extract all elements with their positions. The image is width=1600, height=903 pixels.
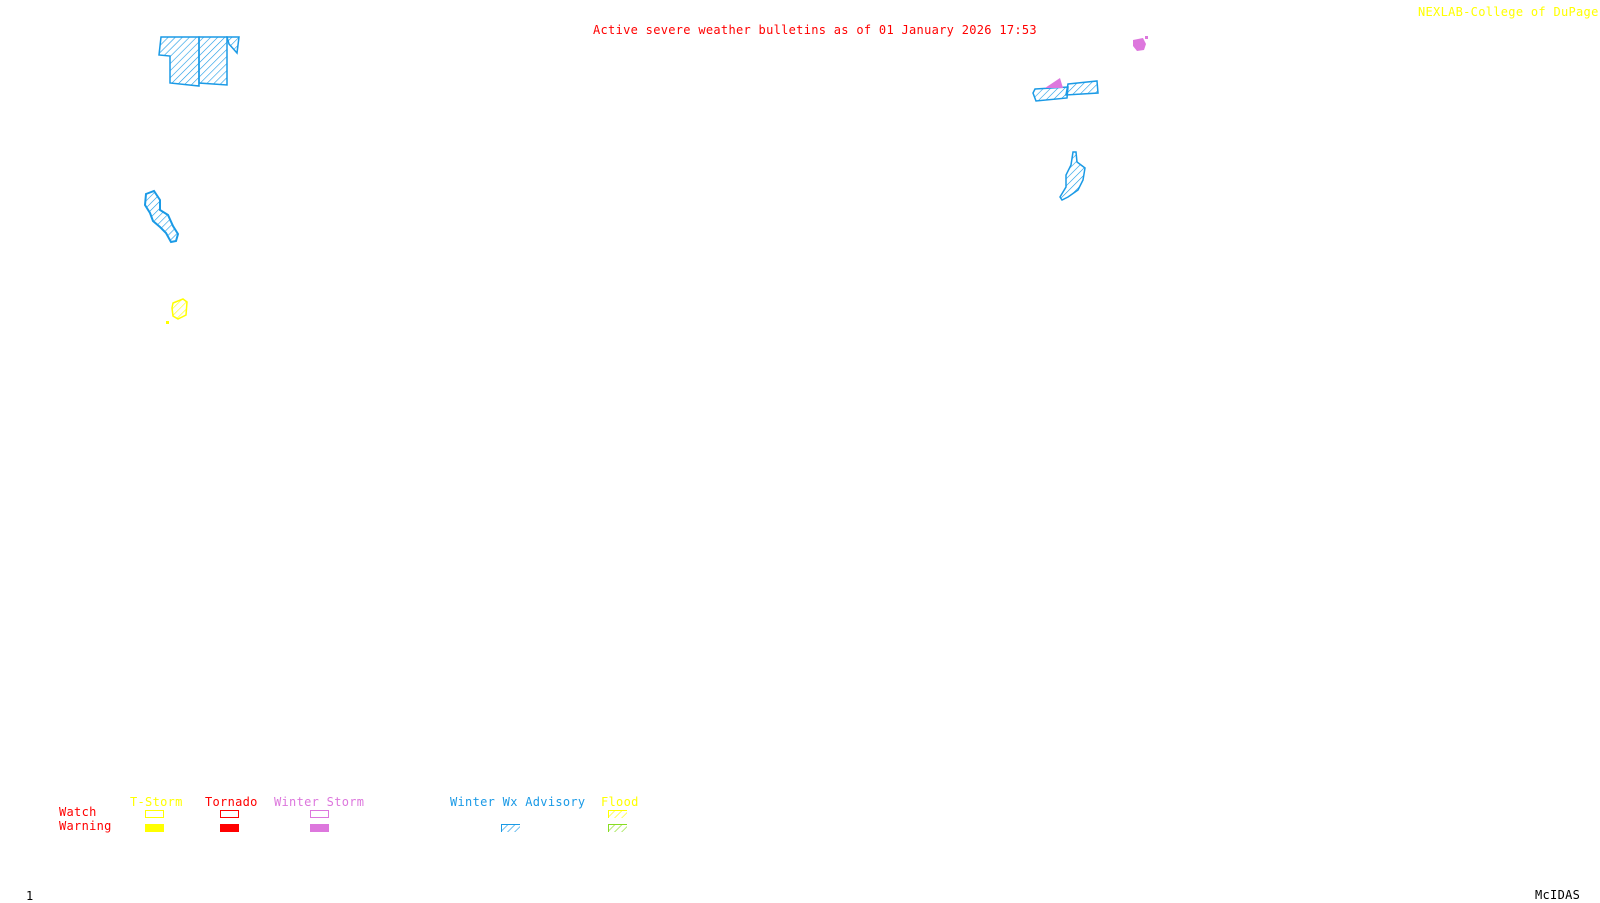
legend-tstorm-watch-swatch — [145, 810, 164, 818]
legend-label-flood: Flood — [601, 795, 639, 809]
software-label: McIDAS — [1535, 888, 1581, 902]
region-nw-winter-advisory[interactable] — [158, 36, 240, 87]
region-east-winter-advisory[interactable] — [1059, 151, 1086, 201]
legend-label-winter-storm: Winter Storm — [274, 795, 365, 809]
credit-text: NEXLAB-College of DuPage — [1418, 5, 1599, 19]
legend-label-tstorm: T-Storm — [130, 795, 183, 809]
region-sw-tstorm[interactable] — [166, 298, 188, 324]
region-ne-winter-storm[interactable] — [1045, 78, 1063, 88]
legend-tornado-warning-swatch — [220, 824, 239, 832]
legend-flood-warning-swatch — [608, 824, 627, 832]
credit-label: NEXLAB-College of DuPage — [1418, 6, 1600, 19]
region-west-coast-winter-advisory[interactable] — [143, 189, 180, 244]
legend-winter-storm-warning-swatch — [310, 824, 329, 832]
legend-tornado-watch-swatch — [220, 810, 239, 818]
legend-label-tornado: Tornado — [205, 795, 258, 809]
legend-flood-watch-swatch — [608, 810, 627, 818]
legend-row-label-warning: Warning — [59, 819, 112, 833]
frame-number: 1 — [26, 889, 34, 903]
region-ne-winter-advisory[interactable] — [1032, 80, 1099, 102]
region-ne-winter-storm-small[interactable] — [1133, 36, 1148, 51]
legend-winter-wx-advisory-warning-swatch — [501, 824, 520, 832]
legend-label-winter-wx-advisory: Winter Wx Advisory — [450, 795, 586, 809]
legend-winter-storm-watch-swatch — [310, 810, 329, 818]
page-title: Active severe weather bulletins as of 01… — [593, 23, 1037, 37]
legend-tstorm-warning-swatch — [145, 824, 164, 832]
legend-row-label-watch: Watch — [59, 805, 97, 819]
